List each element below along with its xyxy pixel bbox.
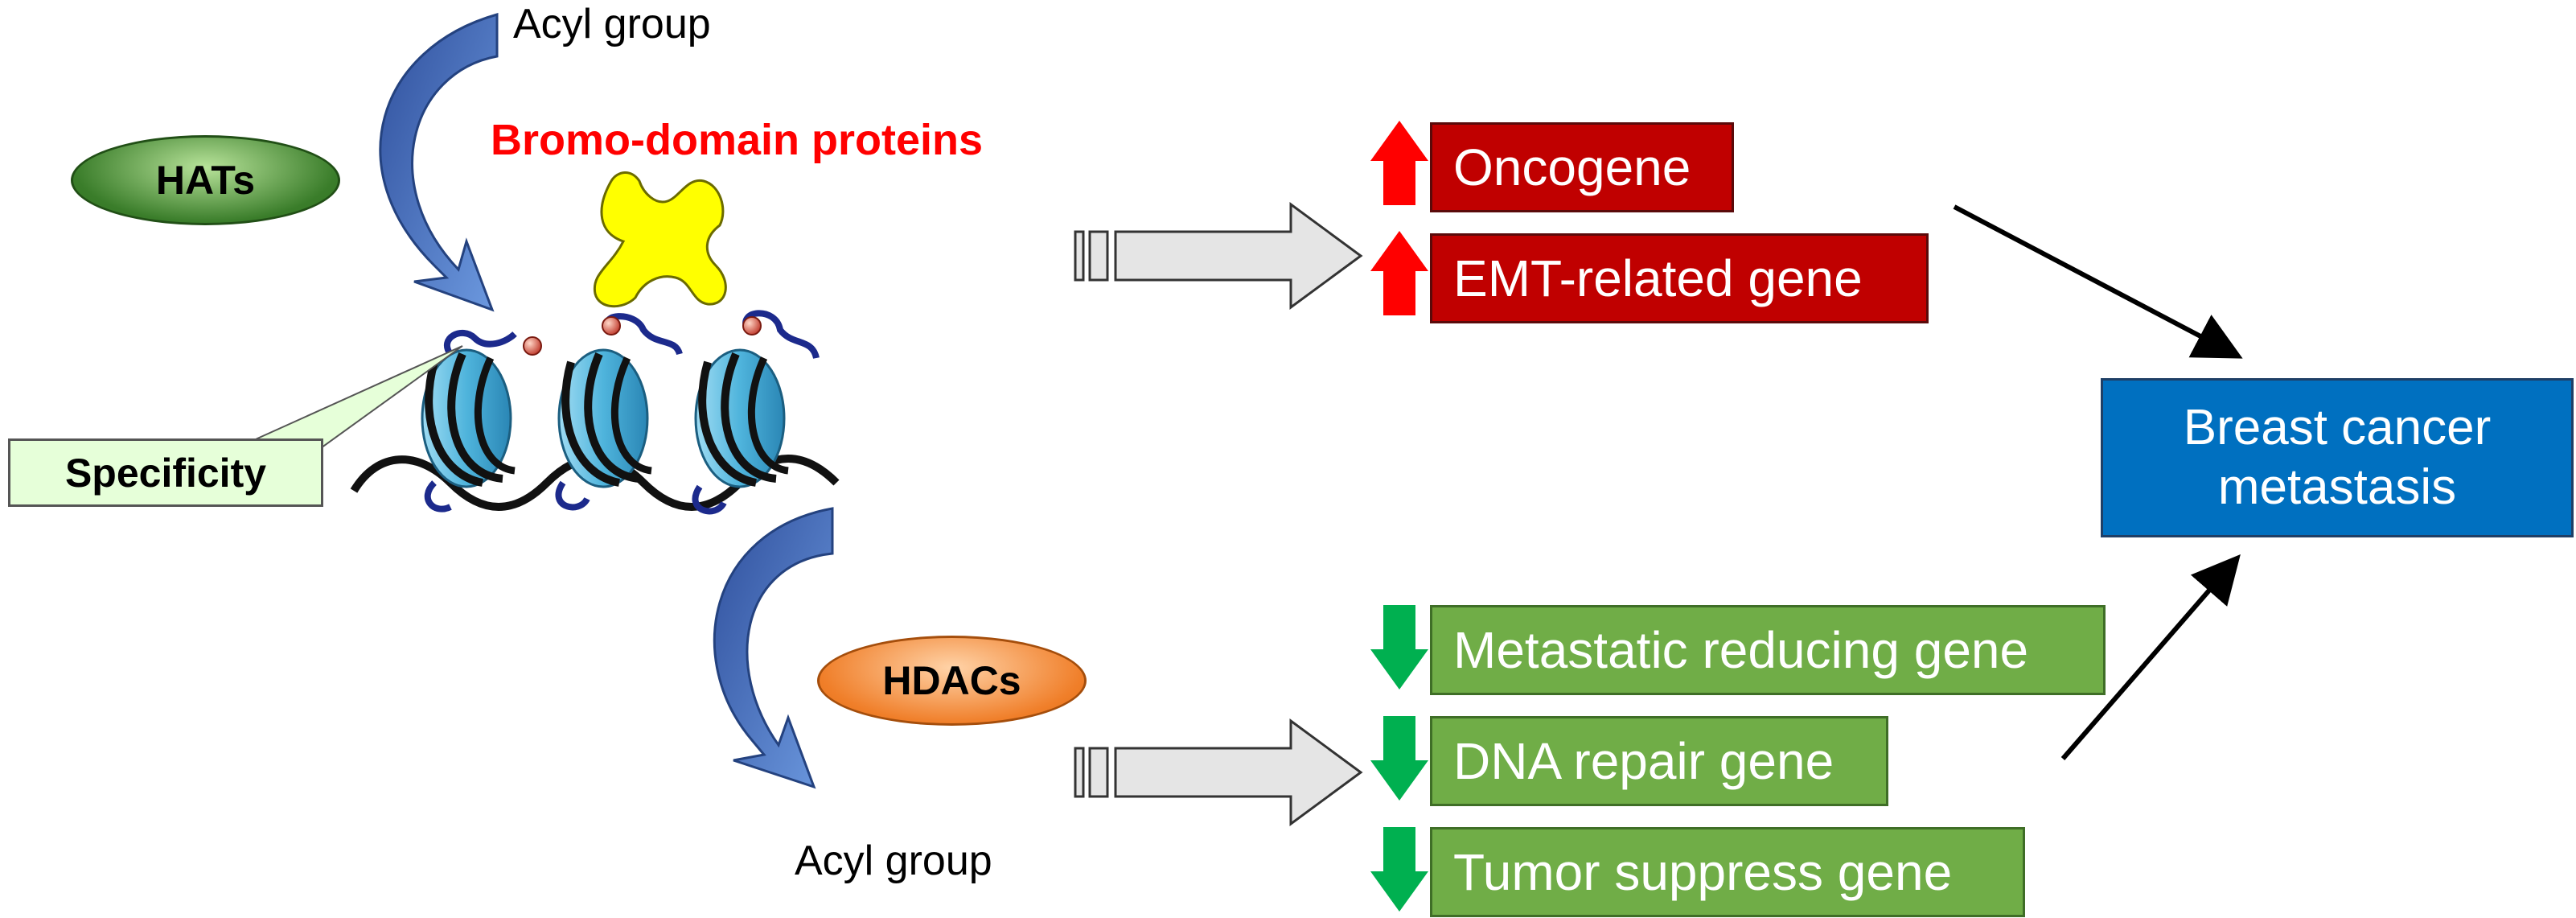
hats-label: HATs [155,158,256,203]
upregulation-block-arrow [1074,202,1363,310]
down-arrow-metastatic-reducing [1370,605,1428,690]
gene-box-oncogene: Oncogene [1430,122,1734,212]
hdacs-label: HDACs [882,658,1021,703]
specificity-label: Specificity [64,450,267,496]
arrow-to-outcome-bottom [2060,554,2241,760]
hdacs-ellipse: HDACs [817,636,1087,726]
chromatin-nucleosomes [350,310,840,515]
gene-label: DNA repair gene [1453,732,1834,790]
gene-box-tumor-suppress: Tumor suppress gene [1430,827,2025,917]
acyl-remove-curved-arrow [713,507,834,789]
gene-box-emt-related: EMT-related gene [1430,233,1929,323]
outcome-box-breast-cancer-metastasis: Breast cancer metastasis [2101,378,2574,537]
bromo-domain-title: Bromo-domain proteins [491,116,984,164]
hats-ellipse: HATs [71,135,340,225]
bromo-domain-protein-shape [593,171,727,308]
acyl-group-top-label: Acyl group [513,1,711,47]
outcome-line-2: metastasis [2217,459,2457,515]
outcome-line-1: Breast cancer [2183,399,2492,455]
down-arrow-tumor-suppress [1370,827,1428,912]
up-arrow-oncogene [1370,121,1428,205]
arrow-to-outcome-top [1953,204,2243,359]
gene-box-metastatic-reducing: Metastatic reducing gene [1430,605,2106,695]
gene-box-dna-repair: DNA repair gene [1430,716,1888,806]
downregulation-block-arrow [1074,718,1363,826]
down-arrow-dna-repair [1370,716,1428,801]
gene-label: Metastatic reducing gene [1453,621,2029,679]
acyl-add-curved-arrow [379,13,499,312]
gene-label: Oncogene [1453,138,1691,196]
specificity-box: Specificity [8,438,323,507]
up-arrow-emt [1370,231,1428,315]
acyl-group-bottom-label: Acyl group [795,838,992,884]
gene-label: Tumor suppress gene [1453,843,1953,901]
gene-label: EMT-related gene [1453,249,1863,307]
